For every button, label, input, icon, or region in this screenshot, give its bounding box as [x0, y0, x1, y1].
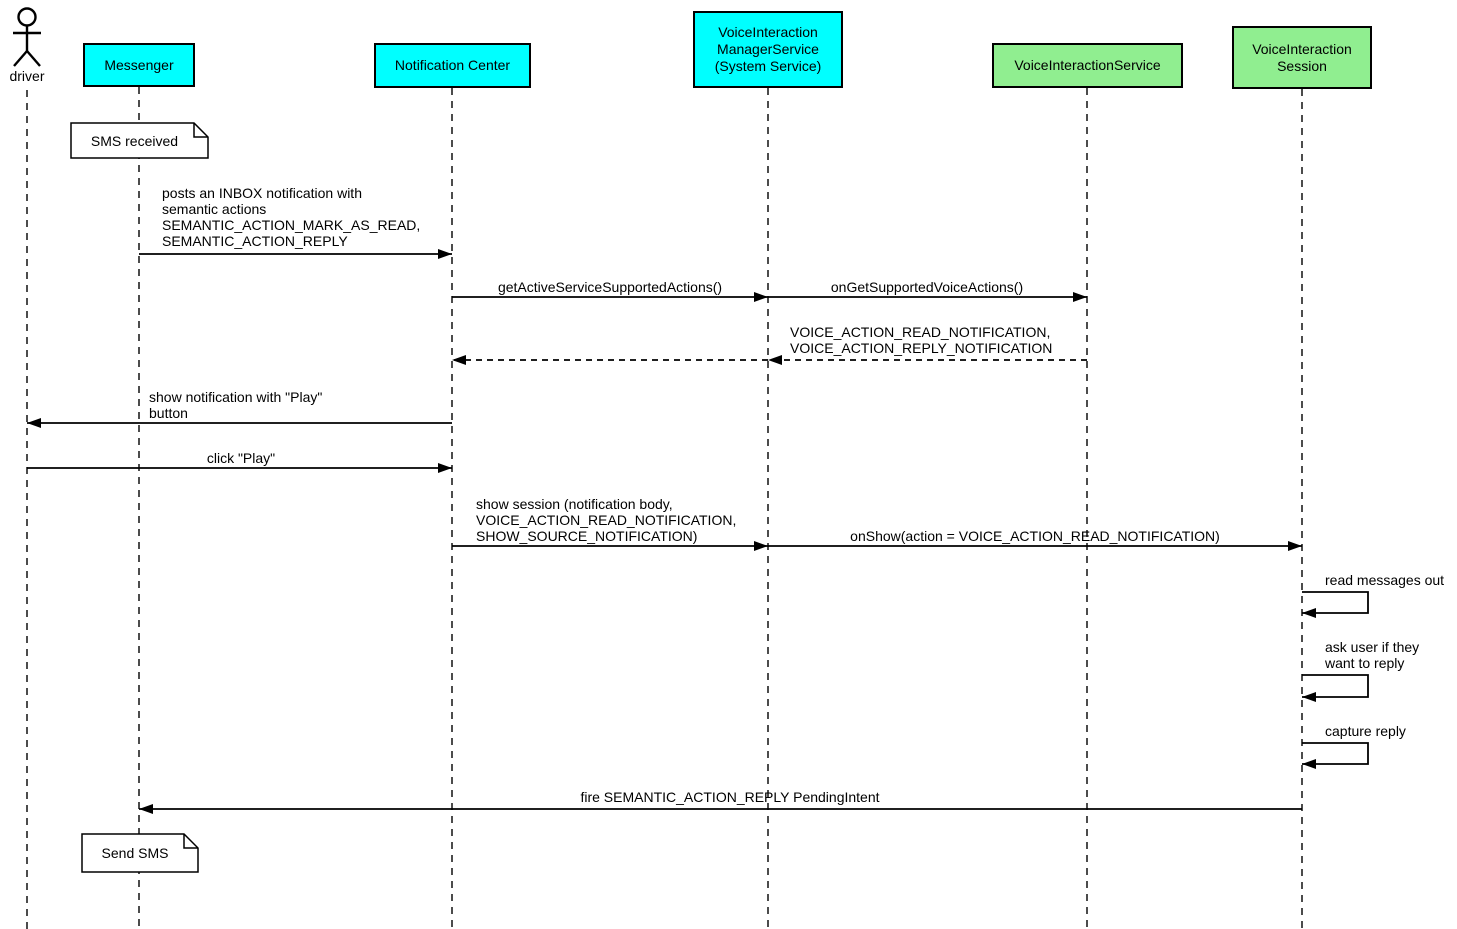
- note-sms-received-shape: [70, 122, 209, 159]
- note-sms-received-fold: [193, 123, 208, 138]
- note-send-sms-fold: [183, 834, 198, 849]
- self-message-arrow-2: [1302, 742, 1369, 769]
- actor-driver-icon: [13, 7, 41, 67]
- note-send-sms-shape: [81, 833, 199, 873]
- self-message-arrow-0: [1302, 591, 1369, 618]
- self-message-arrow-1: [1302, 674, 1369, 702]
